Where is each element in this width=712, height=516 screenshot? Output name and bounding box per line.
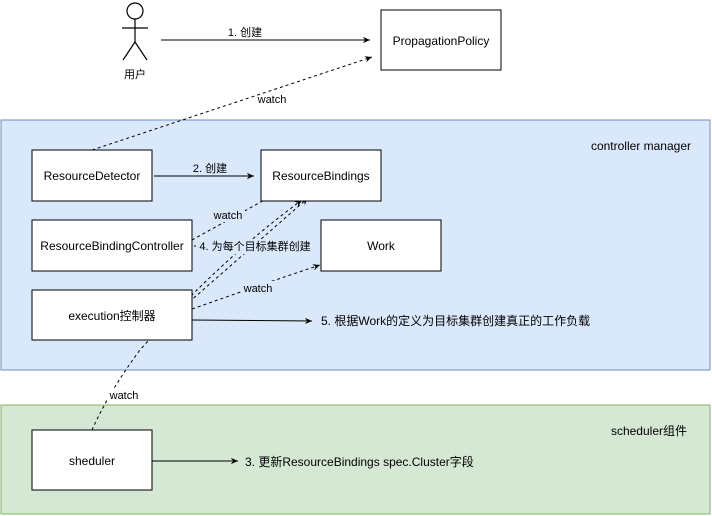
edge-work-watch-label: watch [243, 283, 273, 295]
user-actor-label: 用户 [124, 67, 146, 81]
edge-bindings-watch-label: watch [213, 210, 243, 222]
edge-detector-to-bindings-label: 2. 创建 [193, 161, 227, 175]
node-propagation-policy-label: PropagationPolicy [393, 34, 490, 48]
controller-manager-label: controller manager [591, 139, 691, 153]
edge-policy-watch [91, 56, 373, 151]
node-execution-controller-label: execution控制器 [68, 309, 155, 323]
node-scheduler[interactable]: sheduler [31, 429, 153, 491]
node-resource-binding-controller-label: ResourceBindingController [40, 239, 183, 253]
edge-policy-watch-label: watch [257, 94, 287, 106]
edge-work-watch [191, 264, 321, 310]
edge-user-to-policy-label: 1. 创建 [228, 25, 262, 39]
user-actor-icon [122, 2, 148, 61]
edge-bindingctrl-to-work-label: 4. 为每个目标集群创建 [199, 239, 310, 253]
node-propagation-policy[interactable]: PropagationPolicy [380, 9, 502, 71]
edge-scheduler-output-label: 3. 更新ResourceBindings spec.Cluster字段 [245, 454, 474, 469]
edge-scheduler-watch-label: watch [109, 390, 139, 402]
edge-execution-output [191, 317, 313, 325]
node-work-label: Work [367, 239, 396, 253]
node-scheduler-label: sheduler [69, 454, 115, 468]
node-work[interactable]: Work [320, 219, 442, 272]
node-resource-binding-controller[interactable]: ResourceBindingController [31, 219, 193, 272]
node-resource-bindings[interactable]: ResourceBindings [260, 149, 382, 202]
edge-execution-output-label: 5. 根据Work的定义为目标集群创建真正的工作负载 [321, 313, 590, 328]
scheduler-region-label: scheduler组件 [611, 424, 687, 438]
node-execution-controller[interactable]: execution控制器 [31, 289, 193, 341]
node-resource-detector-label: ResourceDetector [44, 169, 141, 183]
node-resource-detector[interactable]: ResourceDetector [31, 149, 153, 202]
node-resource-bindings-label: ResourceBindings [272, 169, 369, 183]
